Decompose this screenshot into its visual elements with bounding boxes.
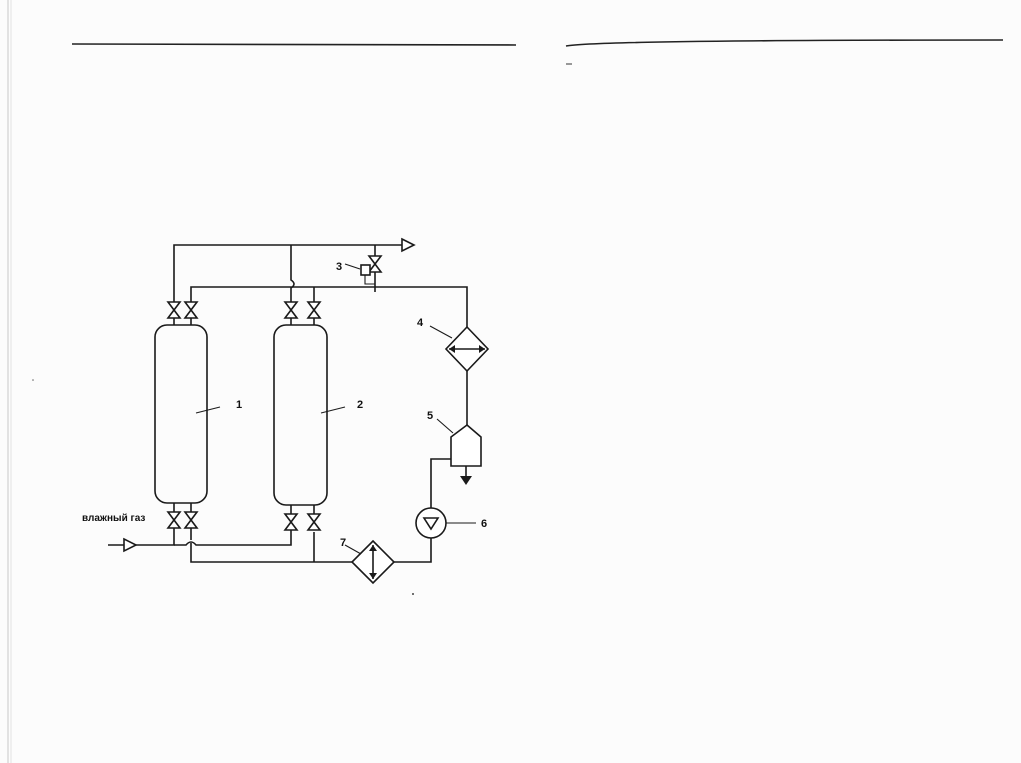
valve-icon — [283, 301, 299, 319]
leader-line-4 — [429, 325, 453, 339]
leader-line-5 — [436, 418, 454, 434]
leader-line-2 — [320, 406, 346, 414]
drain-arrow-icon — [460, 476, 472, 485]
pipe-5-to-6 — [430, 458, 451, 508]
adsorber-column-1 — [154, 324, 208, 504]
blower-6 — [415, 507, 447, 539]
valve-icon — [283, 513, 299, 531]
item-number-2: 2 — [357, 399, 363, 411]
leader-line-3 — [344, 263, 361, 270]
item-number-3: 3 — [336, 261, 342, 273]
valve-icon — [166, 301, 182, 319]
item-number-4: 4 — [417, 317, 424, 329]
top-rule-left — [71, 43, 517, 46]
control-valve-3 — [360, 255, 383, 285]
item-number-6: 6 — [481, 518, 487, 530]
separator-5 — [450, 423, 482, 467]
valve-icon — [183, 301, 199, 319]
wet-gas-inlet-pipe — [108, 528, 175, 546]
scan-speck — [412, 593, 414, 595]
outlet-header-pipe — [173, 244, 402, 303]
leader-line-7 — [344, 544, 362, 555]
inlet-branch-pipe — [174, 530, 292, 546]
leader-line-1 — [195, 406, 221, 414]
valve-icon — [306, 301, 322, 319]
item-number-5: 5 — [427, 410, 433, 422]
regeneration-header-pipe — [190, 286, 468, 327]
column-2-top-pipe — [290, 245, 295, 303]
item-number-7: 7 — [340, 537, 346, 549]
return-pipe — [190, 543, 352, 563]
adsorber-column-2 — [273, 324, 328, 506]
heat-exchanger-4 — [444, 325, 490, 373]
wet-gas-label: влажный газ — [82, 513, 145, 524]
outlet-arrow-icon — [401, 237, 416, 253]
pipe-6-to-7 — [394, 538, 432, 563]
valve-icon — [166, 511, 182, 529]
valve-icon — [306, 513, 322, 531]
valve-icon — [183, 511, 199, 529]
top-rule-right — [565, 39, 1004, 47]
heat-exchanger-7 — [350, 539, 396, 585]
scan-speck — [32, 379, 34, 381]
inlet-arrow-icon — [123, 537, 138, 553]
item-number-1: 1 — [236, 399, 242, 411]
